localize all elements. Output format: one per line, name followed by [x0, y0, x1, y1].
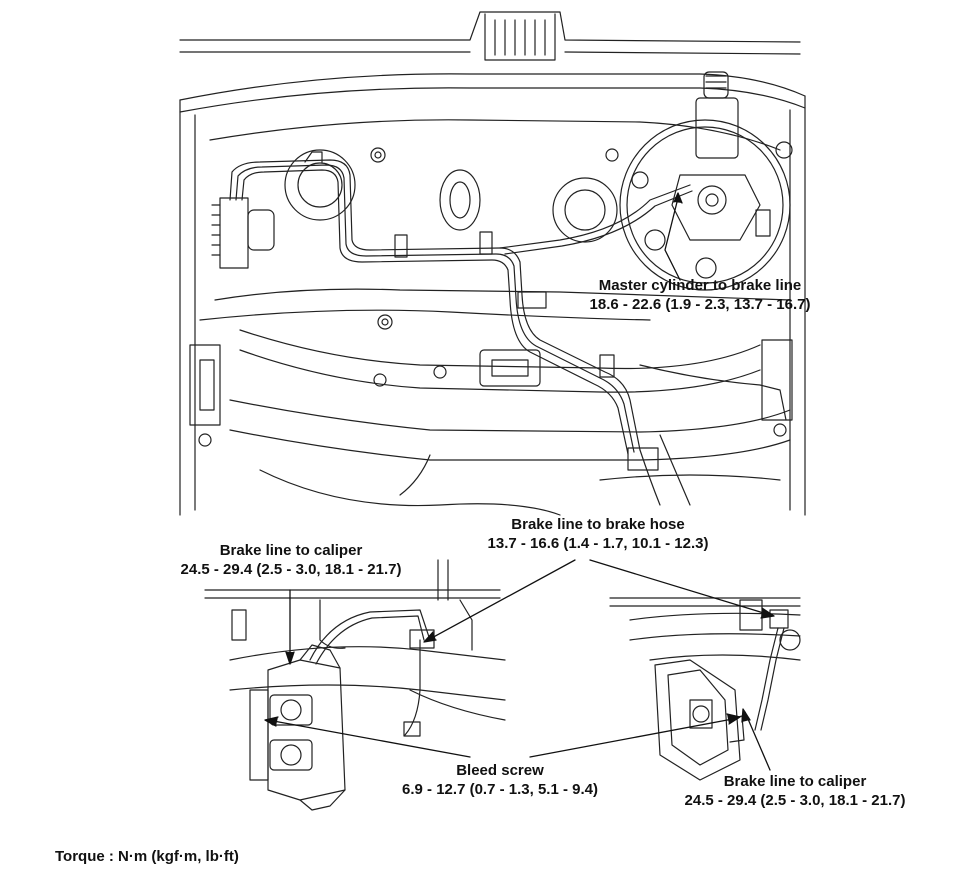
brake-hose-callout: Brake line to brake hose 13.7 - 16.6 (1.… — [448, 515, 748, 553]
front-caliper-callout: Brake line to caliper 24.5 - 29.4 (2.5 -… — [146, 541, 436, 579]
callout-torque: 24.5 - 29.4 (2.5 - 3.0, 18.1 - 21.7) — [684, 792, 906, 809]
callout-torque: 24.5 - 29.4 (2.5 - 3.0, 18.1 - 21.7) — [180, 561, 402, 578]
front-caliper-detail — [204, 559, 506, 811]
engine-bay-top-view — [179, 11, 806, 516]
callout-title: Master cylinder to brake line — [598, 277, 802, 294]
torque-unit-note: Torque : N·m (kgf·m, lb·ft) — [55, 848, 239, 865]
rear-caliper-callout: Brake line to caliper 24.5 - 29.4 (2.5 -… — [660, 772, 930, 810]
master-cylinder-callout: Master cylinder to brake line 18.6 - 22.… — [560, 276, 840, 314]
callout-torque: 6.9 - 12.7 (0.7 - 1.3, 5.1 - 9.4) — [402, 781, 598, 798]
callout-title: Brake line to caliper — [219, 542, 363, 559]
rear-caliper-detail — [609, 597, 801, 781]
leader-lines — [264, 192, 775, 771]
callout-title: Brake line to caliper — [723, 773, 867, 790]
callout-title: Brake line to brake hose — [511, 516, 685, 533]
callout-torque: 13.7 - 16.6 (1.4 - 1.7, 10.1 - 12.3) — [487, 535, 709, 552]
callout-title: Bleed screw — [456, 762, 544, 779]
bleed-screw-callout: Bleed screw 6.9 - 12.7 (0.7 - 1.3, 5.1 -… — [370, 761, 630, 799]
callout-torque: 18.6 - 22.6 (1.9 - 2.3, 13.7 - 16.7) — [589, 296, 811, 313]
